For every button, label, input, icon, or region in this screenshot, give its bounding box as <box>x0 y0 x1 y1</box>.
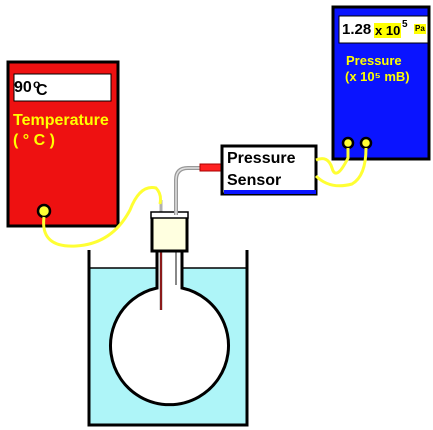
round-bottom-flask <box>109 248 230 407</box>
sensor-tube <box>174 166 214 215</box>
pressure-title: Pressure <box>346 53 402 68</box>
pressure-sensor-label-line1: Pressure <box>227 150 296 167</box>
pressure-sensor-box <box>220 144 318 196</box>
pressure-exponent: 5 <box>402 19 408 30</box>
pressure-wire-right <box>314 147 368 188</box>
pressure-sensor-label-line2: Sensor <box>227 172 282 189</box>
temperature-reading: 90 <box>14 79 32 96</box>
sensor-tube-highlight <box>175 167 214 215</box>
pressure-reading: 1.28 <box>342 21 372 38</box>
temperature-reading-unit: C <box>36 82 48 99</box>
stopper-rim <box>150 211 189 219</box>
temperature-display <box>13 73 112 102</box>
pressure-reading-unit: Pa <box>414 24 426 34</box>
pressure-multiplier: x 10 <box>374 23 402 38</box>
stopper <box>150 213 189 253</box>
pressure-terminal-left <box>341 136 355 150</box>
beaker <box>87 250 249 427</box>
pressure-unit-label: (x 10⁵ mB) <box>345 69 410 84</box>
pressure-terminal-right <box>359 136 373 150</box>
temperature-title: Temperature <box>13 112 109 129</box>
temperature-degree-symbol: o <box>33 77 41 91</box>
tube-connector <box>199 163 223 172</box>
temperature-wire <box>42 185 162 248</box>
temperature-terminal <box>36 203 52 219</box>
temperature-unit-label: ( ° C ) <box>13 132 55 149</box>
pressure-wire-left <box>315 148 350 175</box>
